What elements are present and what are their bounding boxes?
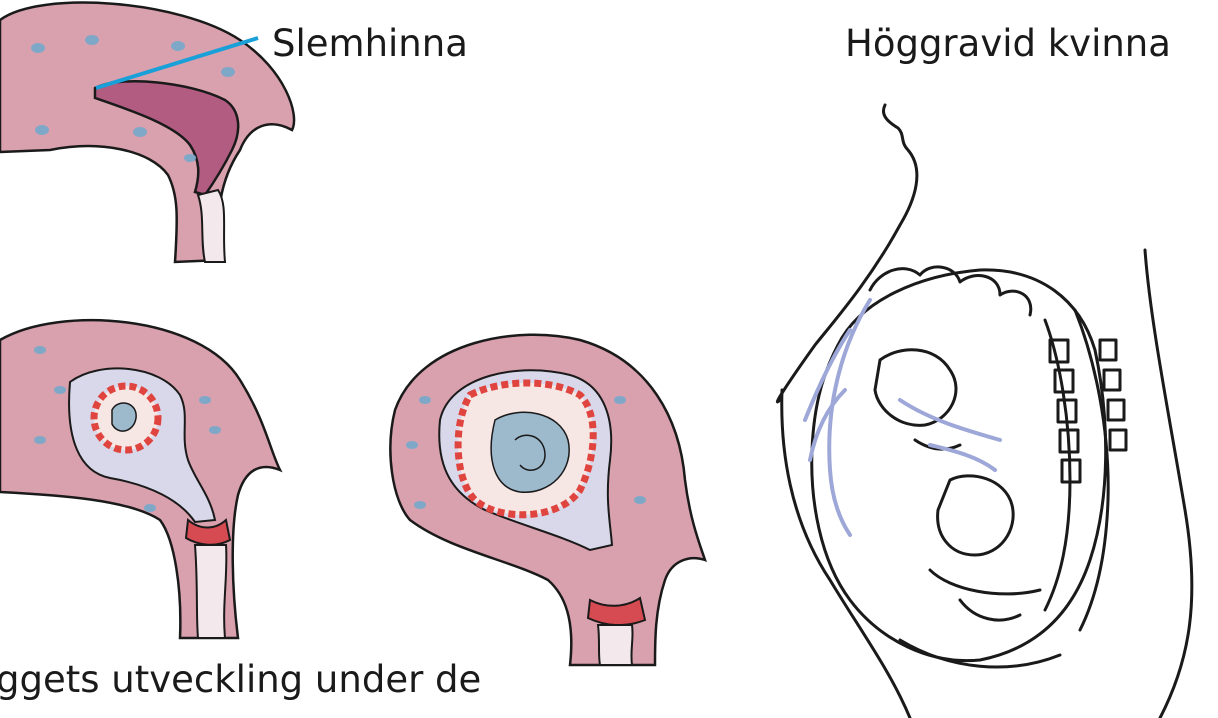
uterus-diagram-mucosa [0, 3, 294, 262]
caption-text: ggets utveckling under de [0, 658, 481, 701]
slemhinna-label: Slemhinna [272, 22, 468, 65]
pregnant-woman-label: Höggravid kvinna [845, 22, 1171, 65]
uterus-diagram-later-embryo [390, 335, 705, 665]
uterus-diagram-early-embryo [0, 320, 280, 638]
pregnant-woman-diagram [777, 105, 1192, 718]
